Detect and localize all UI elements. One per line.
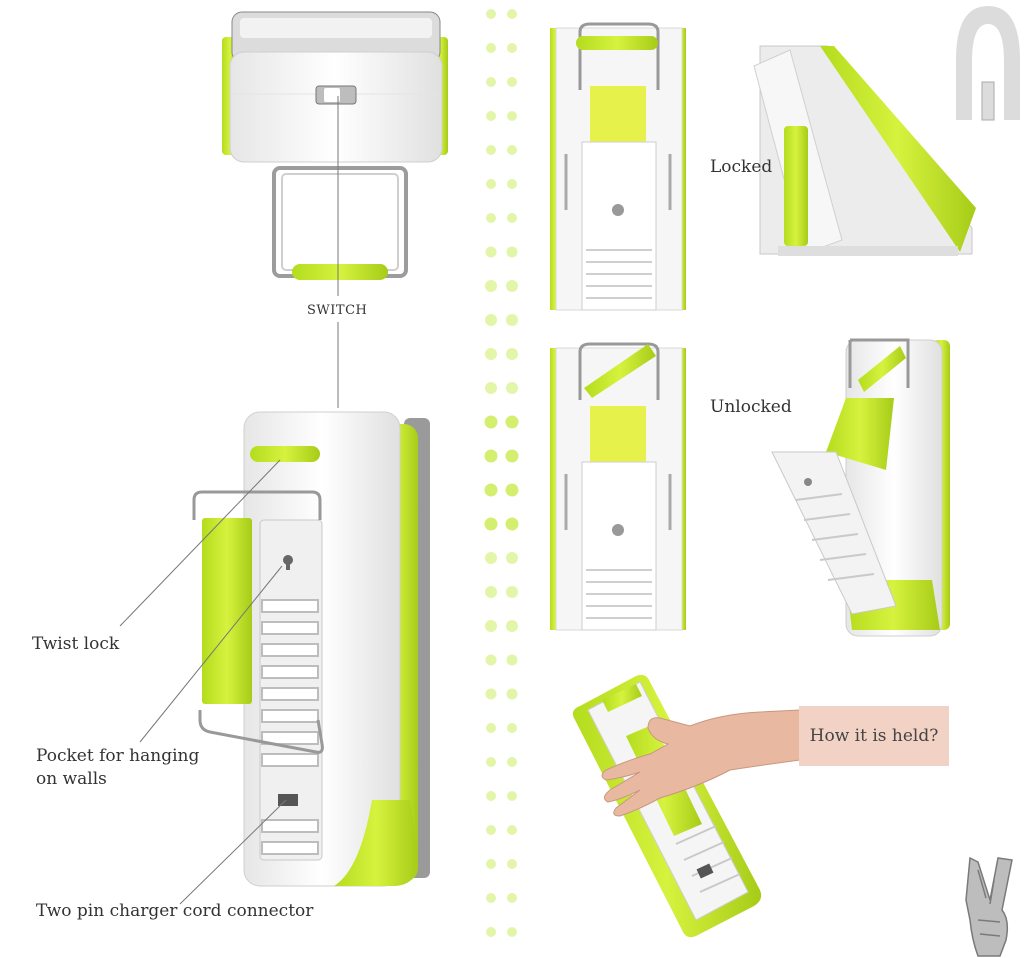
label-leaders (119, 459, 287, 905)
dotted-divider (484, 9, 519, 937)
unlocked-side-view (771, 338, 950, 637)
how-held-label: How it is held? (809, 726, 939, 746)
locked-front-view (550, 22, 686, 311)
peace-hand-icon (965, 856, 1013, 957)
hand-illustration (601, 709, 801, 817)
twist-lock-label: Twist lock (32, 634, 120, 654)
charger-label: Two pin charger cord connector (36, 901, 314, 921)
locked-side-view (753, 45, 976, 256)
unlocked-label: Unlocked (710, 397, 792, 417)
pocket-label-line2: on walls (36, 769, 107, 789)
how-held-box: How it is held? (799, 706, 949, 766)
switch-label: SWITCH (307, 303, 368, 318)
unlocked-front-view (550, 342, 686, 631)
pocket-label-line1: Pocket for hanging (36, 746, 200, 766)
main-device (192, 411, 430, 887)
locked-label: Locked (710, 157, 773, 177)
top-view-device (222, 11, 448, 296)
arch-logo-icon (956, 6, 1020, 121)
